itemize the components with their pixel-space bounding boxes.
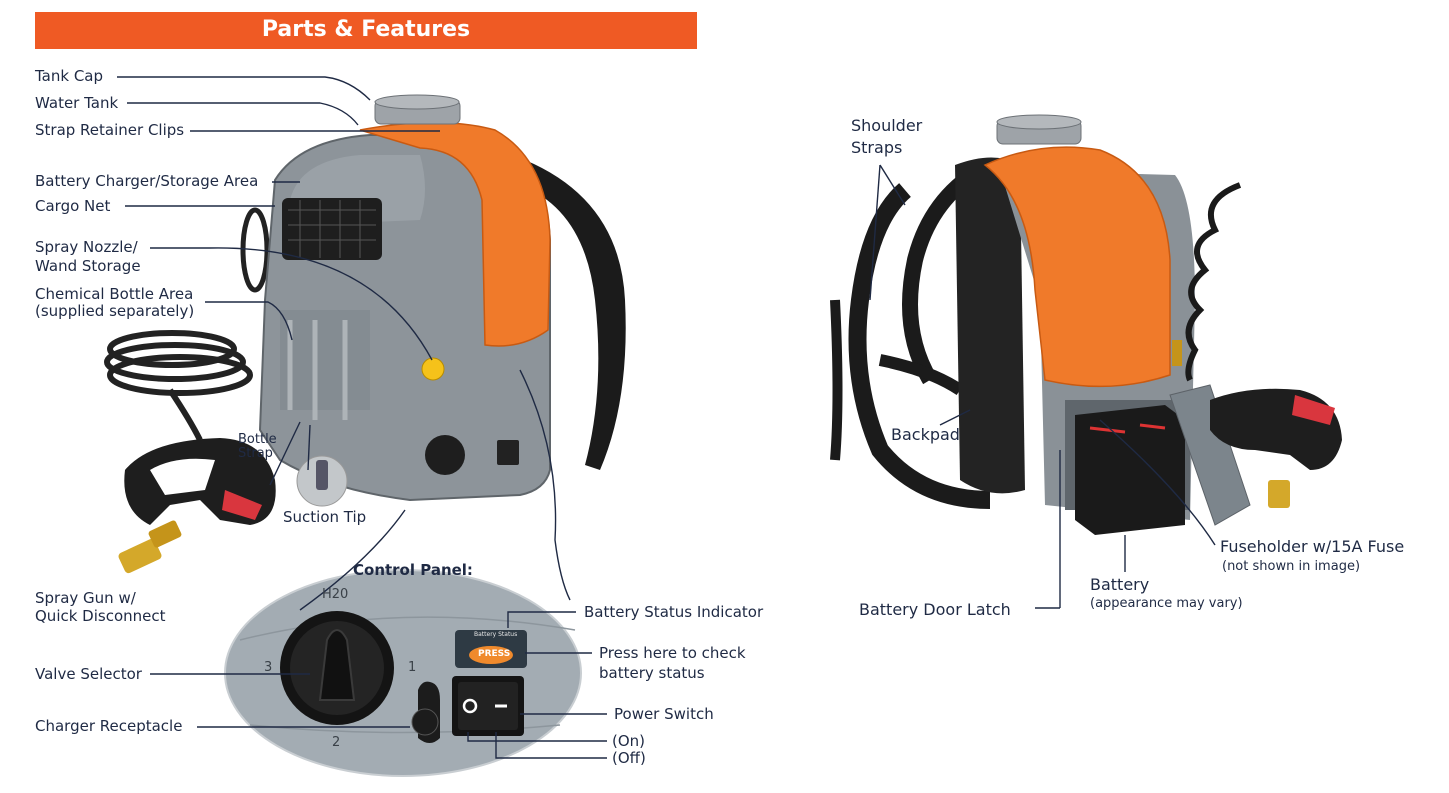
dial-h2o-label: H20 xyxy=(322,587,349,602)
label-shoulder-line2: Straps xyxy=(851,138,903,157)
back-coiled-hose xyxy=(1185,182,1242,382)
dial-position-3: 3 xyxy=(264,660,273,675)
label-fuseholder: Fuseholder w/15A Fuse xyxy=(1220,537,1405,556)
label-cargo-net: Cargo Net xyxy=(35,197,111,215)
control-panel-closeup xyxy=(224,569,582,777)
backpad xyxy=(955,157,1025,494)
leader-lines xyxy=(117,76,1216,759)
label-fuseholder-note: (not shown in image) xyxy=(1222,559,1361,574)
back-sprayer-illustration xyxy=(830,114,1342,535)
spray-gun xyxy=(118,438,276,574)
battery-door xyxy=(1169,384,1251,526)
cargo-net xyxy=(282,198,382,260)
battery-block xyxy=(1075,405,1185,535)
label-water-tank: Water Tank xyxy=(35,94,119,112)
label-spray-gun-line2: Quick Disconnect xyxy=(35,607,166,625)
control-panel-title: Control Panel: xyxy=(353,561,473,579)
dial-position-1: 1 xyxy=(408,660,417,675)
banner-title: Parts & Features xyxy=(261,17,471,42)
coiled-hose xyxy=(104,207,270,442)
label-spray-gun-line1: Spray Gun w/ xyxy=(35,589,136,607)
spray-nozzle xyxy=(421,357,445,381)
label-battery: Battery xyxy=(1090,575,1150,594)
label-bottle-strap-line1: Bottle xyxy=(238,432,277,447)
label-press-line1: Press here to check xyxy=(599,644,746,662)
label-backpad: Backpad xyxy=(891,425,960,444)
label-suction-tip: Suction Tip xyxy=(283,508,367,526)
front-sprayer-illustration xyxy=(104,94,626,574)
battery-status-small-label: Battery Status xyxy=(474,631,518,638)
label-valve-selector: Valve Selector xyxy=(35,665,142,683)
label-battery-note: (appearance may vary) xyxy=(1090,596,1243,611)
label-spray-nozzle-line1: Spray Nozzle/ xyxy=(35,238,138,256)
label-power-switch: Power Switch xyxy=(614,705,714,723)
label-press-line2: battery status xyxy=(599,664,705,682)
press-button-label: PRESS xyxy=(478,649,511,659)
label-bottle-strap-line2: Strap xyxy=(238,446,273,461)
back-water-tank xyxy=(983,146,1171,388)
label-strap-retainer-clips: Strap Retainer Clips xyxy=(35,121,185,139)
label-on: (On) xyxy=(612,732,646,750)
label-charger-receptacle: Charger Receptacle xyxy=(35,717,183,735)
parts-features-banner: Parts & Features xyxy=(35,12,697,49)
label-chemical-bottle-line1: Chemical Bottle Area xyxy=(35,285,194,303)
label-tank-cap: Tank Cap xyxy=(35,67,104,85)
label-chemical-bottle-line2: (supplied separately) xyxy=(35,302,195,320)
dial-position-2: 2 xyxy=(332,735,341,750)
label-off: (Off) xyxy=(612,749,646,767)
label-battery-door-latch: Battery Door Latch xyxy=(859,600,1011,619)
label-spray-nozzle-line2: Wand Storage xyxy=(35,257,141,275)
label-battery-charger-storage: Battery Charger/Storage Area xyxy=(35,172,259,190)
shoulder-strap xyxy=(520,160,626,470)
label-battery-status-indicator: Battery Status Indicator xyxy=(584,603,764,621)
label-shoulder-line1: Shoulder xyxy=(851,116,923,135)
